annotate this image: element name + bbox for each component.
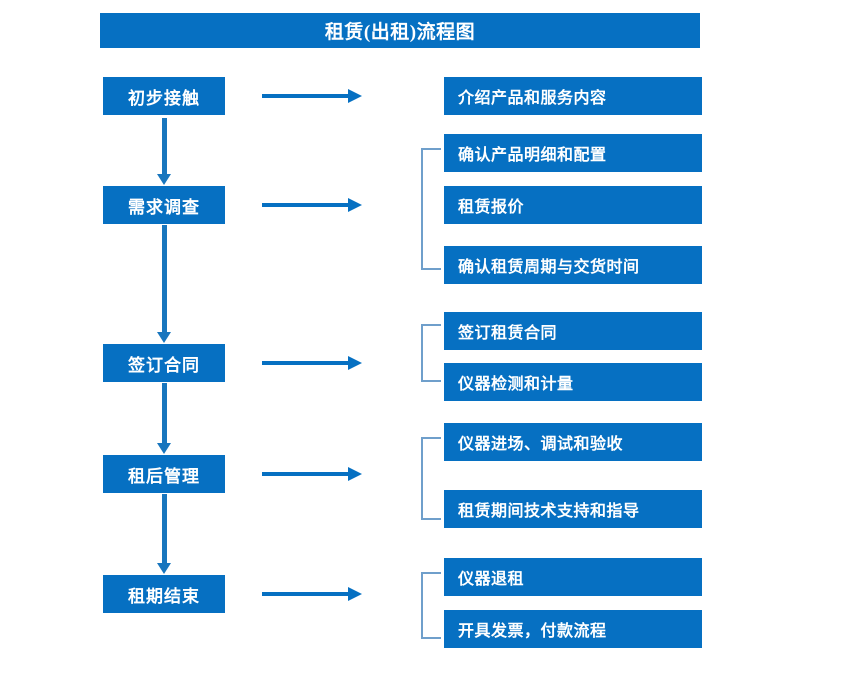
detail-arrow-right-3 xyxy=(262,356,362,370)
detail-arrow-right-1 xyxy=(262,89,362,103)
stage-box-租后管理[interactable]: 租后管理 xyxy=(103,455,225,493)
stage-box-租期结束[interactable]: 租期结束 xyxy=(103,575,225,613)
arrow-shaft xyxy=(262,592,350,596)
flow-arrow-down-4 xyxy=(157,494,171,575)
arrow-head-down-icon xyxy=(157,443,171,454)
flow-arrow-down-1 xyxy=(157,118,171,186)
detail-box-仪器进场调试和验收[interactable]: 仪器进场、调试和验收 xyxy=(444,423,702,461)
group-bracket-签订合同 xyxy=(421,324,441,382)
detail-box-介绍产品和服务内容[interactable]: 介绍产品和服务内容 xyxy=(444,77,702,115)
arrow-head-right-icon xyxy=(348,89,362,103)
arrow-head-right-icon xyxy=(348,356,362,370)
detail-box-仪器退租[interactable]: 仪器退租 xyxy=(444,558,702,596)
stage-box-初步接触[interactable]: 初步接触 xyxy=(103,77,225,115)
group-bracket-租期结束 xyxy=(421,572,441,639)
group-bracket-需求调查 xyxy=(421,148,441,270)
flow-arrow-down-2 xyxy=(157,225,171,344)
detail-box-仪器检测和计量[interactable]: 仪器检测和计量 xyxy=(444,363,702,401)
arrow-shaft xyxy=(162,225,167,332)
detail-box-确认租赁周期与交货时间[interactable]: 确认租赁周期与交货时间 xyxy=(444,246,702,284)
arrow-shaft xyxy=(262,472,350,476)
arrow-head-right-icon xyxy=(348,198,362,212)
arrow-head-down-icon xyxy=(157,563,171,574)
arrow-shaft xyxy=(262,94,350,98)
detail-box-确认产品明细和配置[interactable]: 确认产品明细和配置 xyxy=(444,134,702,172)
flow-arrow-down-3 xyxy=(157,383,171,455)
diagram-title: 租赁(出租)流程图 xyxy=(100,13,700,48)
arrow-head-right-icon xyxy=(348,467,362,481)
stage-box-需求调查[interactable]: 需求调查 xyxy=(103,186,225,224)
detail-box-开具发票付款流程[interactable]: 开具发票，付款流程 xyxy=(444,610,702,648)
detail-arrow-right-2 xyxy=(262,198,362,212)
arrow-shaft xyxy=(162,494,167,563)
group-bracket-租后管理 xyxy=(421,437,441,520)
stage-box-签订合同[interactable]: 签订合同 xyxy=(103,344,225,382)
arrow-head-down-icon xyxy=(157,332,171,343)
detail-box-租赁报价[interactable]: 租赁报价 xyxy=(444,186,702,224)
arrow-head-down-icon xyxy=(157,174,171,185)
arrow-shaft xyxy=(262,203,350,207)
arrow-shaft xyxy=(162,383,167,443)
arrow-head-right-icon xyxy=(348,587,362,601)
detail-arrow-right-4 xyxy=(262,467,362,481)
arrow-shaft xyxy=(262,361,350,365)
detail-arrow-right-5 xyxy=(262,587,362,601)
detail-box-签订租赁合同[interactable]: 签订租赁合同 xyxy=(444,312,702,350)
detail-box-租赁期间技术支持和指导[interactable]: 租赁期间技术支持和指导 xyxy=(444,490,702,528)
arrow-shaft xyxy=(162,118,167,174)
